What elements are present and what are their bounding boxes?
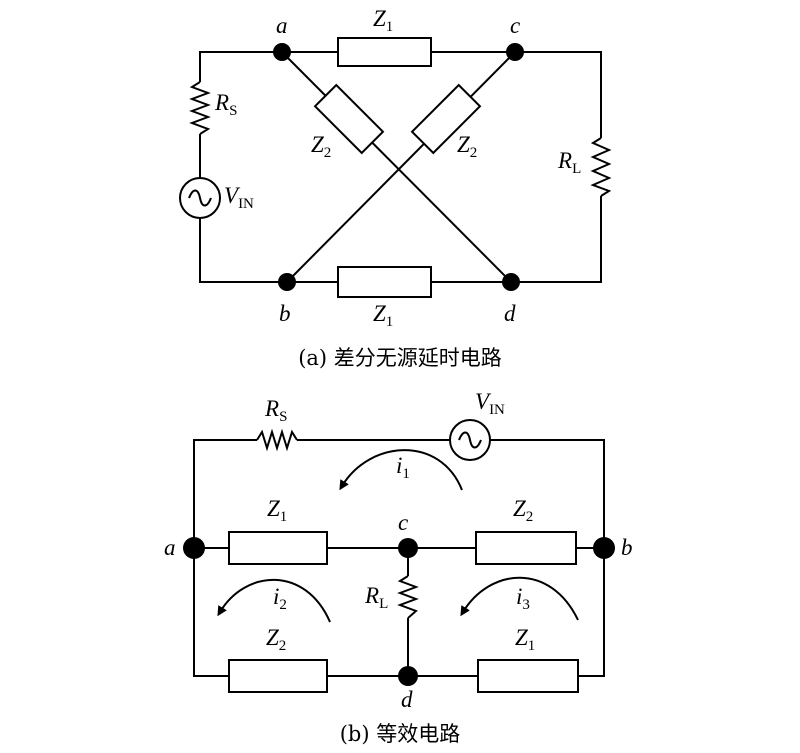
node-c-dot-b (398, 538, 418, 558)
caption-b: (b) 等效电路 (340, 722, 461, 746)
z1-left-label: Z1 (267, 496, 287, 525)
node-b-dot (278, 273, 296, 291)
rs-resistor-a (189, 81, 211, 135)
vin-source-b (449, 419, 491, 461)
z2-left-label: Z2 (266, 625, 286, 654)
z1-right-label: Z1 (515, 625, 535, 654)
z1-right-impedance (477, 659, 579, 693)
i1-loop-arrow (339, 449, 463, 491)
node-d-dot-b (398, 666, 418, 686)
z1-bottom-label: Z1 (373, 301, 393, 330)
z2-right-label: Z2 (457, 132, 477, 161)
node-a-dot (273, 43, 291, 61)
node-b-dot-b (593, 537, 615, 559)
z1-bottom-resistor (337, 266, 432, 298)
caption-a: (a) 差分无源延时电路 (298, 346, 502, 370)
i2-label: i2 (273, 584, 287, 613)
node-d-label: d (504, 301, 516, 326)
z1-left-impedance (228, 531, 328, 565)
rl-resistor-a (590, 137, 612, 197)
i1-label: i1 (396, 453, 410, 482)
z2-left-label: Z2 (311, 132, 331, 161)
rl-label-a: RL (557, 148, 581, 177)
rl-resistor-b (397, 575, 419, 619)
rs-resistor-b (256, 428, 298, 452)
i2-loop-arrow (217, 578, 331, 623)
z2-left-impedance (313, 83, 385, 155)
node-c-label-b: c (398, 510, 408, 535)
z1-top-label: Z1 (373, 6, 393, 35)
diagram-a: a c b d Z1 Z1 Z2 Z2 RS RL VIN (a) 差分无源延时… (179, 6, 612, 370)
i3-label: i3 (516, 584, 530, 613)
diagram-a-wires (199, 51, 602, 283)
vin-label-a: VIN (224, 183, 254, 212)
node-b-label: b (279, 301, 291, 326)
rs-label-a: RS (214, 90, 237, 119)
z2-right-impedance (410, 83, 482, 155)
node-c-dot (506, 43, 524, 61)
node-d-dot (502, 273, 520, 291)
node-a-label-b: a (164, 535, 176, 560)
rl-label-b: RL (364, 583, 388, 612)
node-c-label: c (510, 13, 520, 38)
node-a-label: a (276, 13, 288, 38)
vin-source-a (179, 177, 221, 219)
diagram-b: a c b d RS VIN Z1 Z2 Z2 Z1 RL i1 i2 (164, 389, 633, 746)
node-b-label-b: b (621, 535, 633, 560)
z2-right-label: Z2 (513, 496, 533, 525)
z2-left-impedance (228, 659, 328, 693)
vin-label-b: VIN (475, 389, 505, 418)
z2-right-impedance (475, 531, 577, 565)
node-d-label-b: d (401, 687, 413, 712)
z1-top-resistor (337, 37, 432, 67)
rs-label-b: RS (264, 396, 287, 425)
i3-loop-arrow (460, 576, 579, 621)
node-a-dot-b (183, 537, 205, 559)
